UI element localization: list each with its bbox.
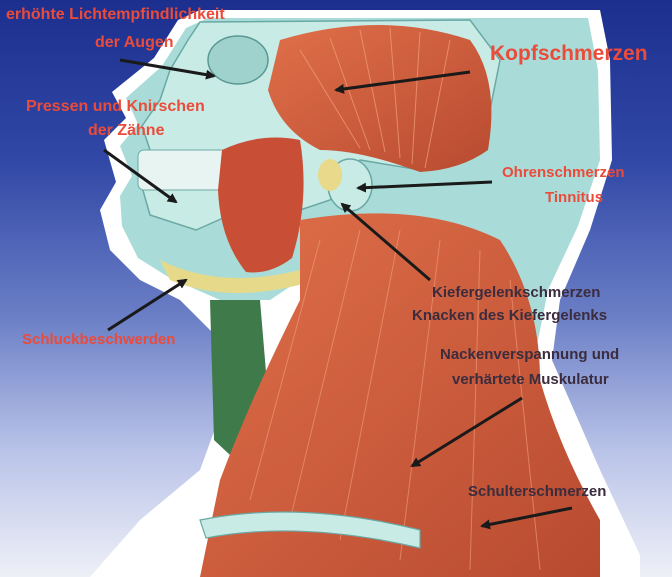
arrow-swallowing: [108, 280, 186, 330]
label-earache-line2: Tinnitus: [545, 189, 603, 206]
label-grinding-line1: Pressen und Knirschen: [26, 98, 205, 116]
label-neck-tension-line2: verhärtete Muskulatur: [452, 371, 609, 388]
label-earache-line1: Ohrenschmerzen: [502, 164, 625, 181]
label-neck-tension-line1: Nackenverspannung und: [440, 346, 619, 363]
label-headache: Kopfschmerzen: [490, 42, 648, 66]
label-shoulder-pain: Schulterschmerzen: [468, 483, 606, 500]
label-grinding-line2: der Zähne: [88, 122, 164, 140]
label-jaw-joint-line1: Kiefergelenkschmerzen: [432, 284, 600, 301]
label-jaw-joint-line2: Knacken des Kiefergelenks: [412, 307, 607, 324]
jaw-joint: [318, 159, 342, 191]
label-swallowing: Schluckbeschwerden: [22, 331, 175, 348]
eye-socket: [208, 36, 268, 84]
label-light-sensitivity-line1: erhöhte Lichtempfindlichkeit: [6, 6, 225, 24]
label-light-sensitivity-line2: der Augen: [95, 34, 174, 52]
